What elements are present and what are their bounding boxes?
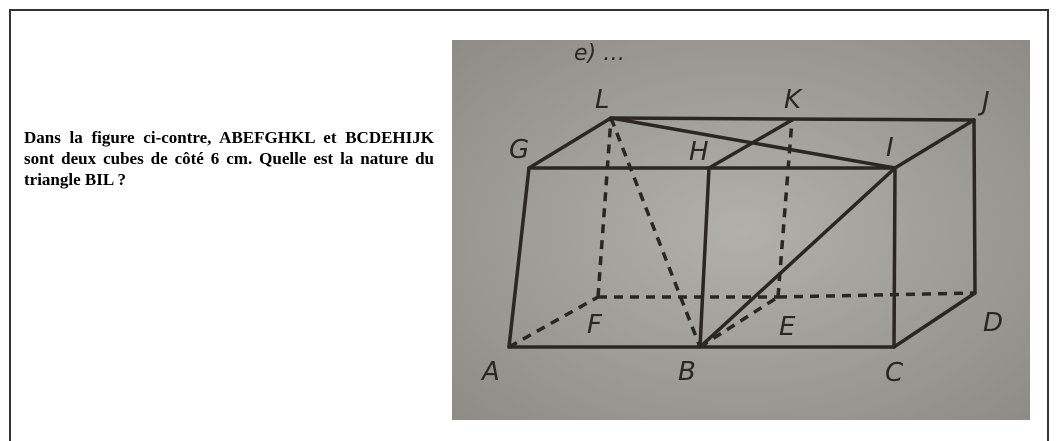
edge-AF: [508, 295, 599, 349]
problem-statement: Dans la figure ci-contre, ABEFGHKL et BC…: [24, 128, 434, 189]
edge-GL: [527, 116, 613, 170]
vertex-label-L: L: [595, 85, 610, 115]
vertex-label-C: C: [885, 358, 904, 388]
edge-FL: [596, 117, 613, 298]
edge-LB: [609, 117, 702, 348]
edge-BI: [698, 166, 897, 349]
vertex-labels: A B C D E F G H I J K L: [480, 85, 1003, 388]
two-cubes-diagram: e) …: [452, 40, 1030, 420]
vertex-label-E: E: [779, 312, 796, 342]
vertex-label-D: D: [983, 308, 1003, 338]
figure-photo: e) …: [452, 40, 1030, 420]
vertex-label-A: A: [480, 357, 500, 387]
vertex-label-G: G: [509, 135, 529, 165]
edge-AG: [507, 166, 531, 349]
vertex-label-K: K: [784, 85, 803, 115]
hidden-edges: [508, 117, 976, 349]
photo-background: [452, 40, 1030, 420]
edge-LI: [609, 116, 897, 170]
edge-IJ: [893, 118, 976, 170]
edge-CI: [892, 166, 897, 349]
vertex-label-B: B: [678, 357, 696, 387]
visible-edges: [507, 116, 977, 349]
vertex-label-I: I: [886, 133, 894, 163]
vertex-label-H: H: [689, 137, 709, 167]
edge-CD: [892, 291, 977, 349]
vertex-label-F: F: [587, 310, 603, 340]
edge-DJ: [972, 118, 977, 295]
edge-ED: [777, 291, 976, 299]
figure-header-text: e) …: [574, 41, 625, 66]
edge-BH: [698, 166, 711, 349]
